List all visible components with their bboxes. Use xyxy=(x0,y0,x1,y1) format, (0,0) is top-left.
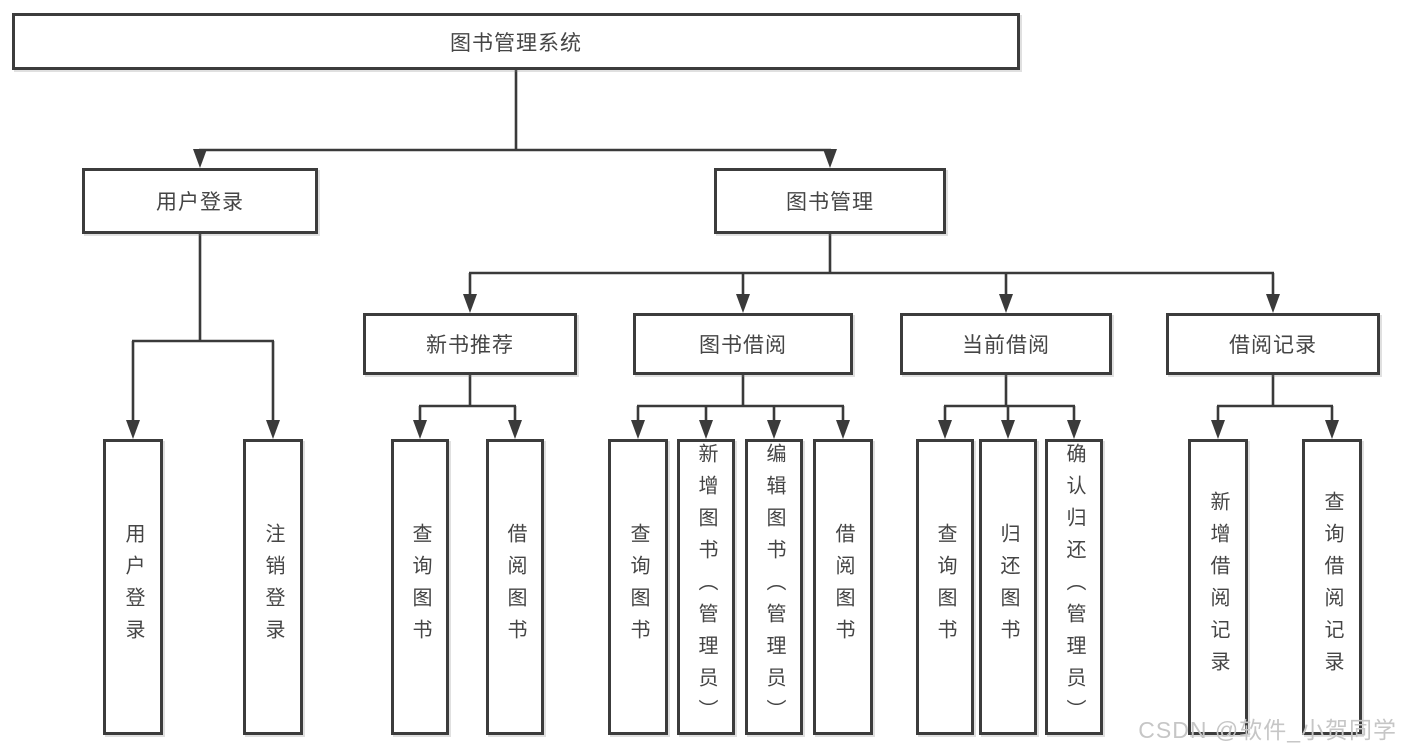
leaf-query-books-recommend: 查询图书 xyxy=(391,439,449,735)
node-user-login: 用户登录 xyxy=(82,168,318,234)
leaf-label: 查询图书 xyxy=(627,523,649,651)
node-current-borrowing: 当前借阅 xyxy=(900,313,1112,375)
leaf-label: 查询借阅记录 xyxy=(1321,491,1343,683)
leaf-label: 新增借阅记录 xyxy=(1207,491,1229,683)
node-library-management-system: 图书管理系统 xyxy=(12,13,1020,70)
leaf-label: 注销登录 xyxy=(262,523,284,651)
leaf-query-borrow-record: 查询借阅记录 xyxy=(1302,439,1362,735)
node-label: 图书借阅 xyxy=(699,334,787,357)
leaf-label: 归还图书 xyxy=(997,523,1019,651)
node-new-book-recommendation: 新书推荐 xyxy=(363,313,577,375)
node-label: 借阅记录 xyxy=(1229,334,1317,357)
node-label: 新书推荐 xyxy=(426,334,514,357)
leaf-label: 查询图书 xyxy=(409,523,431,651)
leaf-user-login: 用户登录 xyxy=(103,439,163,735)
leaf-return-books: 归还图书 xyxy=(979,439,1037,735)
node-label: 图书管理系统 xyxy=(450,31,582,55)
leaf-label: 确认归还（管理员） xyxy=(1063,443,1085,731)
leaf-label: 用户登录 xyxy=(122,523,144,651)
leaf-label: 查询图书 xyxy=(934,523,956,651)
node-book-management: 图书管理 xyxy=(714,168,946,234)
leaf-logout-login: 注销登录 xyxy=(243,439,303,735)
node-label: 图书管理 xyxy=(786,191,874,214)
node-book-borrowing: 图书借阅 xyxy=(633,313,853,375)
node-label: 用户登录 xyxy=(156,191,244,214)
leaf-query-books-current: 查询图书 xyxy=(916,439,974,735)
node-label: 当前借阅 xyxy=(962,334,1050,357)
leaf-label: 编辑图书（管理员） xyxy=(763,443,785,731)
leaf-borrow-books-recommend: 借阅图书 xyxy=(486,439,544,735)
leaf-label: 新增图书（管理员） xyxy=(695,443,717,731)
node-borrowing-records: 借阅记录 xyxy=(1166,313,1380,375)
leaf-label: 借阅图书 xyxy=(832,523,854,651)
leaf-label: 借阅图书 xyxy=(504,523,526,651)
watermark: CSDN @软件_小贺同学 xyxy=(1138,717,1397,743)
leaf-confirm-return-admin: 确认归还（管理员） xyxy=(1045,439,1103,735)
leaf-add-borrow-record: 新增借阅记录 xyxy=(1188,439,1248,735)
leaf-add-books-admin: 新增图书（管理员） xyxy=(677,439,735,735)
leaf-query-books-borrowing: 查询图书 xyxy=(608,439,668,735)
leaf-borrow-books-borrowing: 借阅图书 xyxy=(813,439,873,735)
leaf-edit-books-admin: 编辑图书（管理员） xyxy=(745,439,803,735)
